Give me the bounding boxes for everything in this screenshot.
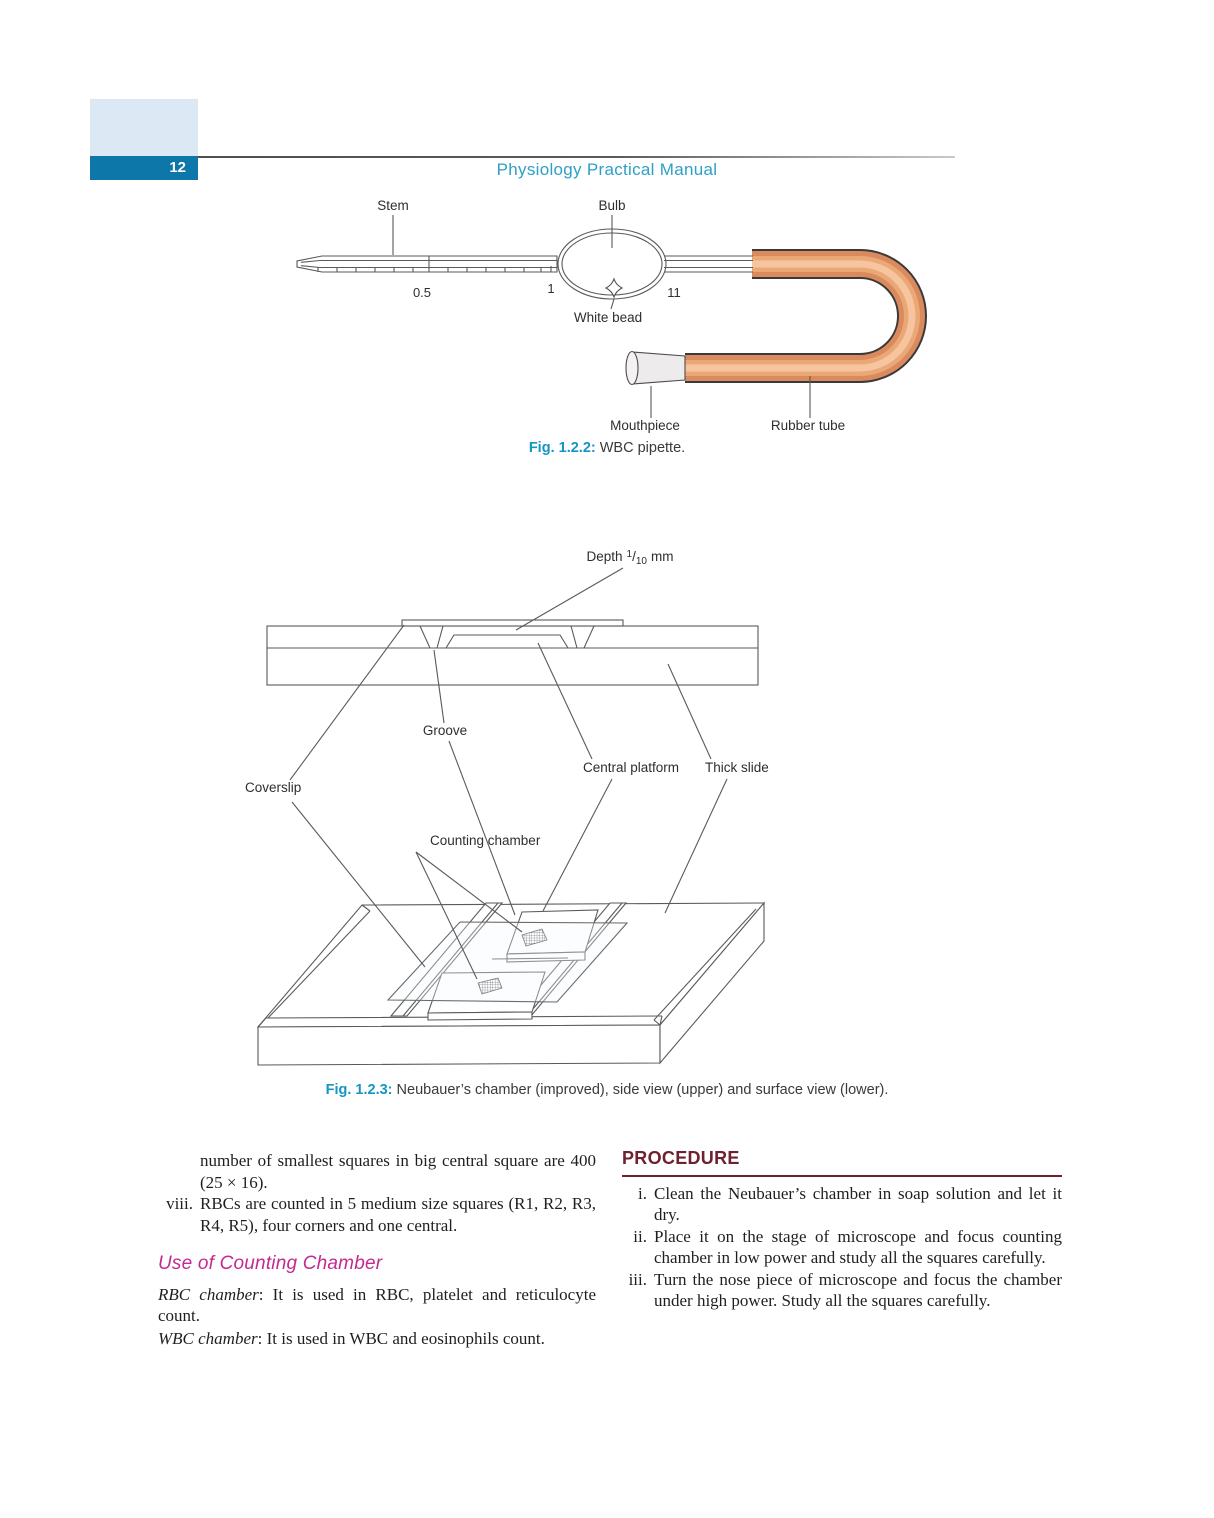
bulb-label: Bulb: [598, 198, 625, 213]
fig-1-2-2-caption-label: Fig. 1.2.2:: [528, 440, 596, 456]
header-rule: [198, 156, 955, 158]
rubber-tube-label: Rubber tube: [771, 418, 845, 433]
graduation-0-5-label: 0.5: [413, 285, 431, 300]
groove-label: Groove: [423, 723, 467, 738]
list-item: viii. RBCs are counted in 5 medium size …: [158, 1193, 596, 1236]
procedure-heading: PROCEDURE: [622, 1148, 740, 1168]
list-marker: viii.: [166, 1194, 193, 1213]
pipette-stem-drawing: [296, 255, 558, 273]
surface-view-drawing: [256, 901, 766, 1066]
use-of-counting-chamber-heading: Use of Counting Chamber: [158, 1253, 383, 1274]
list-item: number of smallest squares in big centra…: [158, 1150, 596, 1193]
procedure-step: iii. Turn the nose piece of microscope a…: [622, 1269, 1062, 1312]
fig-1-2-3-caption-text: Neubauer’s chamber (improved), side view…: [392, 1082, 889, 1098]
step-marker: iii.: [628, 1269, 647, 1289]
graduation-1-label: 1: [547, 281, 554, 296]
running-head-title: Physiology Practical Manual: [496, 160, 718, 179]
wbc-chamber-definition: WBC chamber: It is used in WBC and eosin…: [158, 1328, 596, 1350]
procedure-step: ii. Place it on the stage of microscope …: [622, 1226, 1062, 1269]
procedure-rule: [622, 1174, 1062, 1177]
step-marker: i.: [638, 1183, 647, 1203]
graduation-11-label: 11: [667, 285, 681, 300]
header-corner-box: [90, 99, 198, 156]
mouthpiece-drawing: [625, 350, 686, 386]
step-marker: ii.: [633, 1226, 647, 1246]
left-text-column: number of smallest squares in big centra…: [158, 1150, 596, 1349]
fig1-leader-lines: [392, 215, 811, 418]
thick-slide-label: Thick slide: [705, 760, 769, 775]
definition-text: : It is used in WBC and eosinophils coun…: [257, 1328, 545, 1348]
page-number-badge: 12: [90, 156, 198, 180]
list-text: RBCs are counted in 5 medium size square…: [200, 1194, 596, 1235]
step-text: Clean the Neubauer’s chamber in soap sol…: [654, 1183, 1062, 1225]
stem-label: Stem: [377, 198, 409, 213]
mouthpiece-label: Mouthpiece: [610, 418, 680, 433]
central-platform-label: Central platform: [583, 760, 679, 775]
right-text-column: PROCEDURE i. Clean the Neubauer’s chambe…: [622, 1148, 1062, 1312]
step-text: Place it on the stage of microscope and …: [654, 1226, 1062, 1268]
rbc-chamber-definition: RBC chamber: It is used in RBC, platelet…: [158, 1284, 596, 1327]
white-bead-label: White bead: [574, 310, 642, 325]
fig-1-2-3-caption-label: Fig. 1.2.3:: [325, 1082, 393, 1098]
coverslip-label: Coverslip: [245, 780, 301, 795]
definition-text: : It is used in RBC, platelet and reticu…: [158, 1284, 596, 1326]
definition-term: WBC chamber: [158, 1328, 258, 1348]
rubber-tube-drawing: [685, 249, 927, 383]
fig-1-2-2-caption-text: WBC pipette.: [595, 440, 686, 456]
wbc-pipette-figure: Stem Bulb 0.5 1 11 White bead Mouthpiece…: [296, 198, 927, 433]
pipette-right-tube-drawing: [664, 255, 753, 273]
definition-term: RBC chamber: [158, 1284, 259, 1304]
fig2-leader-lines: [289, 567, 728, 980]
white-bead-shape: [604, 277, 624, 299]
step-text: Turn the nose piece of microscope and fo…: [654, 1269, 1062, 1311]
side-view-drawing: [266, 619, 759, 686]
fig-1-2-2-caption: Fig. 1.2.2: WBC pipette.: [0, 440, 1214, 456]
fig-1-2-3-caption: Fig. 1.2.3: Neubauer’s chamber (improved…: [0, 1082, 1214, 1098]
list-marker: [158, 1150, 200, 1193]
procedure-step: i. Clean the Neubauer’s chamber in soap …: [622, 1183, 1062, 1226]
list-text: number of smallest squares in big centra…: [200, 1151, 596, 1192]
counting-chamber-label: Counting chamber: [430, 833, 541, 848]
